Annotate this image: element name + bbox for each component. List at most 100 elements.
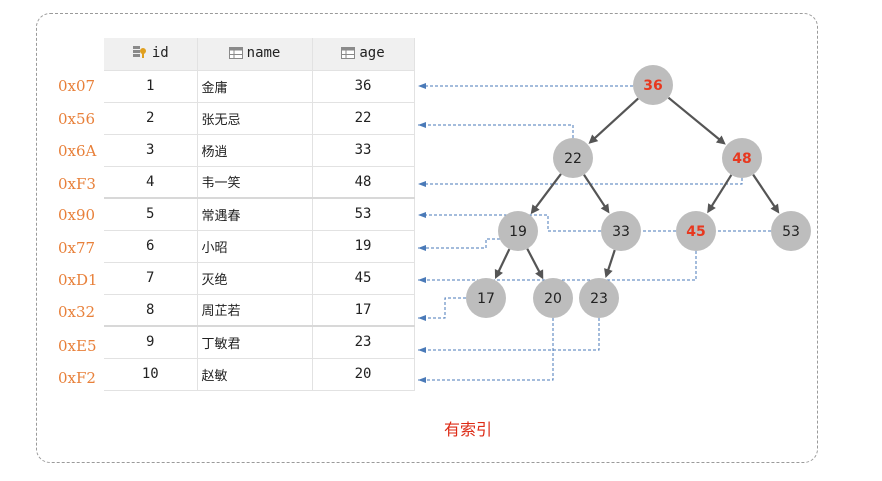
cell-age: 33	[312, 134, 415, 167]
pointer-arrowhead	[418, 245, 426, 251]
row-address: 0x32	[58, 303, 96, 321]
tree-node-circle	[633, 65, 673, 105]
pointer-arrowhead	[418, 377, 426, 383]
row-address: 0xE5	[58, 337, 97, 355]
tree-node-key: 22	[564, 151, 582, 167]
cell-id: 7	[104, 262, 198, 295]
header-id: id	[104, 38, 198, 71]
row-pointer-line	[418, 251, 697, 281]
tree-edge	[496, 248, 511, 275]
cell-name: 周芷若	[197, 294, 313, 327]
pointer-arrowhead	[418, 315, 426, 321]
tree-node: 48	[722, 138, 762, 178]
tree-node: 45	[676, 211, 716, 251]
row-address: 0x90	[58, 206, 96, 224]
tree-edge-arrowhead	[494, 268, 503, 280]
cell-name: 常遇春	[197, 197, 313, 231]
tree-node-key: 20	[544, 291, 562, 307]
tree-node: 33	[601, 211, 641, 251]
row-address: 0xD1	[58, 271, 98, 289]
tree-edge-arrowhead	[600, 203, 610, 214]
tree-node: 23	[579, 278, 619, 318]
cell-id: 10	[104, 358, 198, 391]
tree-edge-arrowhead	[770, 203, 780, 214]
row-pointer-line	[418, 178, 743, 185]
cell-id: 5	[104, 197, 198, 231]
pointer-arrowhead	[418, 277, 426, 283]
cell-id: 1	[104, 70, 198, 103]
tree-node-key: 48	[732, 151, 751, 167]
tree-node-key: 53	[782, 224, 800, 240]
key-column-icon	[132, 45, 148, 63]
header-age: age	[312, 38, 415, 71]
pointer-arrowhead	[418, 212, 426, 218]
cell-age: 53	[312, 197, 415, 231]
caption-with-index: 有索引	[444, 420, 493, 439]
cell-id: 9	[104, 325, 198, 359]
tree-edge-arrowhead	[530, 204, 540, 215]
tree-edge-arrowhead	[588, 134, 599, 144]
cell-id: 3	[104, 134, 198, 167]
cell-age: 48	[312, 166, 415, 199]
cell-name: 丁敏君	[197, 325, 313, 359]
row-pointer-line	[418, 124, 574, 138]
row-address: 0x6A	[58, 142, 97, 160]
users-table: id name	[104, 38, 415, 391]
cell-name: 小昭	[197, 230, 313, 263]
pointer-arrowhead	[418, 181, 426, 187]
diagram-frame	[36, 13, 818, 463]
tree-node: 22	[553, 138, 593, 178]
row-address: 0x77	[58, 239, 96, 257]
row-address: 0xF3	[58, 175, 96, 193]
tree-node-key: 33	[612, 224, 630, 240]
tree-node-key: 19	[509, 224, 527, 240]
tree-edge-arrowhead	[604, 268, 613, 279]
row-pointer-line	[418, 297, 466, 319]
cell-age: 45	[312, 262, 415, 295]
header-age-label: age	[359, 44, 385, 61]
tree-node-circle	[676, 211, 716, 251]
table-header-row: id name	[104, 38, 415, 71]
cell-name: 金庸	[197, 70, 313, 103]
tree-node-circle	[498, 211, 538, 251]
tree-edge	[592, 97, 639, 141]
tree-node: 36	[633, 65, 673, 105]
tree-node-circle	[601, 211, 641, 251]
cell-name: 杨逍	[197, 134, 313, 167]
tree-node-circle	[553, 138, 593, 178]
column-icon	[228, 46, 243, 63]
cell-age: 17	[312, 294, 415, 327]
tree-edge	[752, 173, 777, 210]
pointer-arrowhead	[418, 347, 426, 353]
tree-node-key: 45	[686, 224, 705, 240]
tree-node-circle	[722, 138, 762, 178]
tree-node-circle	[771, 211, 811, 251]
cell-name: 张无忌	[197, 102, 313, 135]
tree-edge	[533, 173, 562, 211]
tree-node-key: 17	[477, 291, 495, 307]
pointer-arrowhead	[418, 122, 426, 128]
row-address: 0xF2	[58, 369, 96, 387]
row-pointer-line	[418, 238, 500, 249]
cell-id: 4	[104, 166, 198, 199]
tree-node: 17	[466, 278, 506, 318]
column-icon	[341, 46, 356, 63]
tree-node-key: 23	[590, 291, 608, 307]
tree-node-circle	[466, 278, 506, 318]
pointer-arrowhead	[418, 83, 426, 89]
header-name: name	[197, 38, 313, 71]
cell-age: 20	[312, 358, 415, 391]
cell-name: 赵敏	[197, 358, 313, 391]
cell-age: 23	[312, 325, 415, 359]
tree-edge-arrowhead	[715, 135, 726, 145]
tree-node-circle	[533, 278, 573, 318]
row-pointer-line	[418, 318, 600, 351]
